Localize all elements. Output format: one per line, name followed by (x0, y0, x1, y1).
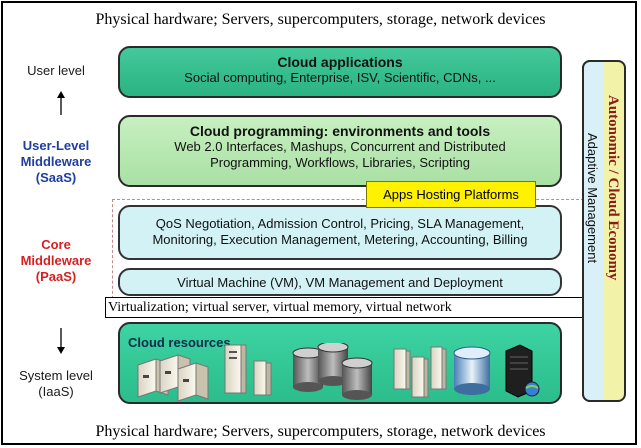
rack-server-icon (430, 346, 447, 390)
core-services-line2: Monitoring, Execution Management, Meteri… (152, 232, 528, 247)
saas-label-line1: User-Level (22, 138, 90, 153)
saas-label-line3: (SaaS) (35, 170, 77, 185)
cloud-resources-icons (137, 343, 540, 401)
network-server-icon (505, 344, 540, 398)
server-unit-icon (253, 360, 272, 396)
core-services-layer: QoS Negotiation, Admission Control, Pric… (118, 205, 562, 260)
rack-server-icon (224, 344, 247, 394)
cloud-programming-layer: Cloud programming: environments and tool… (118, 115, 562, 187)
up-arrow-icon (57, 91, 65, 115)
paas-label-line3: (PaaS) (35, 269, 77, 284)
cloud-programming-line2: Programming, Workflows, Libraries, Scrip… (210, 155, 470, 170)
virtual-machine-layer: Virtual Machine (VM), VM Management and … (118, 268, 562, 296)
autonomic-cloud-economy-label: Autonomic / Cloud Economy (605, 95, 621, 281)
database-icon (453, 346, 491, 395)
adaptive-management-panel (582, 60, 604, 402)
rack-server-icon (393, 348, 411, 390)
physical-hardware-bottom-label: Physical hardware; Servers, supercompute… (95, 423, 546, 440)
desktop-server-icon (177, 362, 209, 401)
cloud-applications-subtitle: Social computing, Enterprise, ISV, Scien… (184, 70, 496, 85)
saas-label-line2: Middleware (20, 154, 92, 169)
iaas-label-line1: System level (19, 368, 93, 383)
user-level-label: User level (14, 63, 98, 79)
physical-hardware-top-label: Physical hardware; Servers, supercompute… (95, 11, 546, 28)
paas-level-label: Core Middleware (PaaS) (14, 237, 98, 285)
paas-label-line2: Middleware (20, 253, 92, 268)
down-arrow-icon (57, 328, 65, 354)
rack-server-icon (411, 356, 429, 398)
cloud-applications-title: Cloud applications (277, 54, 403, 70)
saas-level-label: User-Level Middleware (SaaS) (14, 138, 98, 186)
core-services-line1: QoS Negotiation, Admission Control, Pric… (155, 216, 525, 231)
cloud-programming-title: Cloud programming: environments and tool… (189, 123, 491, 139)
iaas-level-label: System level (IaaS) (14, 368, 98, 400)
adaptive-management-label: Adaptive Management (585, 133, 600, 264)
storage-cylinder-icon (341, 357, 373, 400)
virtual-machine-text: Virtual Machine (VM), VM Management and … (177, 275, 503, 290)
virtualization-bar: Virtualization; virtual server, virtual … (105, 297, 583, 318)
cloud-programming-line1: Web 2.0 Interfaces, Mashups, Concurrent … (174, 139, 506, 154)
paas-label-line1: Core (41, 237, 71, 252)
cloud-resources-title: Cloud resources (128, 335, 231, 350)
user-level-text: User level (27, 63, 85, 78)
cloud-applications-layer: Cloud applications Social computing, Ent… (118, 46, 562, 98)
apps-hosting-platforms-box: Apps Hosting Platforms (366, 181, 536, 208)
iaas-label-line2: (IaaS) (38, 384, 74, 399)
